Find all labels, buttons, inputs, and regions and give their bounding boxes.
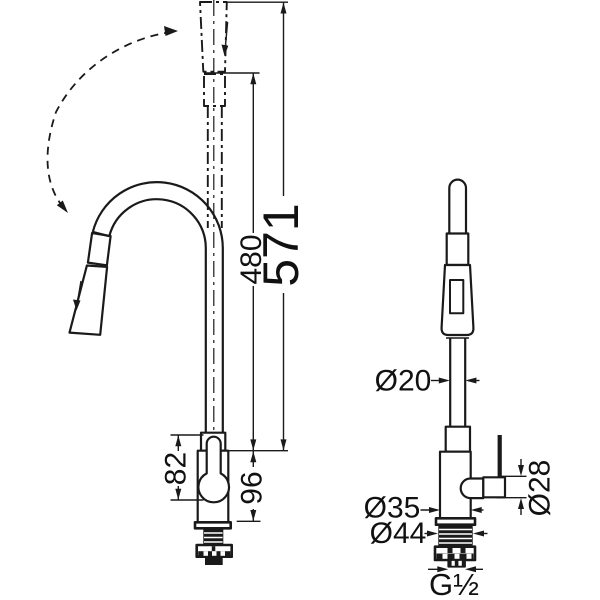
dimension-dock-slot-length: 82 (160, 434, 204, 501)
pulldown-motion-arc (46, 26, 178, 213)
front-view: Ø20 Ø35 Ø44 G½ (364, 178, 557, 600)
sprayer-docked (68, 231, 112, 336)
dimension-thread-size: G½ (428, 566, 483, 600)
gooseneck-spout (91, 181, 224, 433)
hose-dock-keyhole (197, 435, 231, 504)
base-flange (193, 520, 233, 530)
sprayer-head-front (440, 263, 475, 337)
faucet-body-front (433, 425, 477, 568)
mounting-nut (195, 543, 233, 558)
mounting-nut-front (433, 545, 477, 562)
body-collar-front (444, 425, 472, 453)
overall-height-label: 571 (253, 203, 309, 286)
riser-tube-front (449, 338, 467, 427)
handle-joint (459, 477, 485, 500)
sprayer-front (440, 178, 475, 339)
sprayer-head (68, 264, 109, 336)
shank-stub (205, 556, 223, 565)
handle-assembly (459, 435, 507, 500)
handle-diameter-label: Ø28 (524, 460, 557, 517)
hose-tube-diameter-label: Ø20 (375, 365, 432, 398)
dimension-overall-height: 571 (227, 1, 309, 452)
thread-stub-front (447, 559, 466, 568)
thread-size-label: G½ (429, 567, 479, 600)
dimension-spout-height: 480 (204, 72, 268, 451)
sprayer-button-window (449, 279, 465, 315)
threaded-shank (203, 528, 224, 545)
dimension-base-diameter: Ø44 (370, 517, 488, 550)
base-flange-front (434, 516, 477, 526)
body-diameter-label: Ø35 (364, 492, 421, 525)
body-height-label: 96 (236, 471, 269, 504)
dimension-hose-tube-diameter: Ø20 (375, 365, 480, 398)
spout-tip (448, 178, 468, 234)
dimension-handle-diameter: Ø28 (496, 459, 557, 517)
dimension-body-height: 96 (236, 451, 269, 522)
threaded-shank-front (438, 524, 473, 547)
dock-slot-length-label: 82 (160, 452, 193, 485)
handle-lever (497, 435, 502, 478)
sprayer-collar (86, 231, 112, 267)
arc-arrowhead-down (56, 200, 68, 213)
spray-direction-arrow (73, 280, 82, 311)
handle-cartridge (482, 476, 507, 499)
hose-direction-arrow (221, 21, 229, 56)
sprayer-collar-front (445, 232, 470, 267)
spout-height-label: 480 (235, 234, 268, 284)
side-view: 571 480 96 82 (46, 0, 309, 565)
dimension-body-diameter: Ø35 (364, 492, 484, 525)
faucet-body-side (193, 431, 233, 565)
arc-arrowhead-up (164, 26, 178, 36)
base-diameter-label: Ø44 (370, 517, 427, 550)
